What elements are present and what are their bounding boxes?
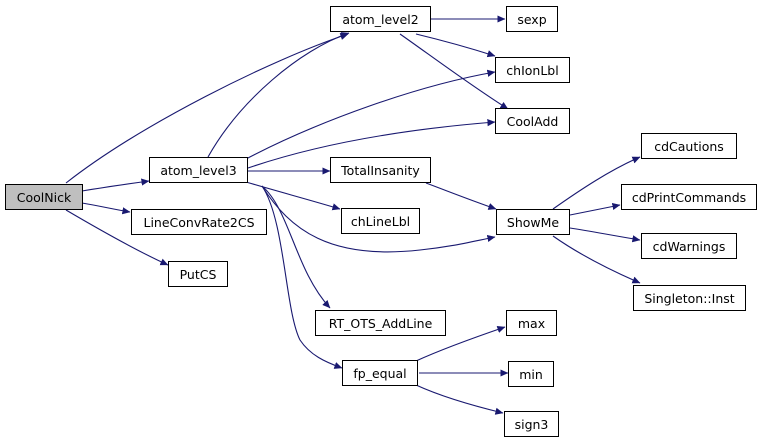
node-showme[interactable]: ShowMe (496, 209, 570, 235)
edge-fp_equal-sign3 (415, 384, 504, 415)
edge-showme-singleton_inst (552, 235, 641, 284)
edge-coolnick-putcs (65, 209, 169, 266)
edge-atom_level3-showme (261, 185, 496, 253)
edge-fp_equal-max (415, 326, 506, 362)
node-coolnick[interactable]: CoolNick (5, 184, 83, 210)
node-cdwarnings[interactable]: cdWarnings (641, 233, 737, 259)
edge-totalinsanity-showme (425, 182, 497, 210)
node-lineconvrate2cs[interactable]: LineConvRate2CS (131, 209, 267, 235)
edge-showme-cdcautions (552, 156, 641, 210)
edge-atom_level2-cooladd (399, 33, 509, 110)
edge-atom_level3-chlinelbl (245, 181, 341, 211)
edge-coolnick-lineconvrate2cs (81, 202, 131, 215)
node-singleton_inst[interactable]: Singleton::Inst (633, 285, 746, 311)
node-cdcautions[interactable]: cdCautions (641, 133, 737, 159)
edge-atom_level3-rt_ots_addline (261, 185, 331, 309)
node-cdprintcommands[interactable]: cdPrintCommands (621, 184, 757, 210)
node-max[interactable]: max (506, 310, 557, 336)
node-cooladd[interactable]: CoolAdd (495, 108, 570, 134)
node-atom_level2[interactable]: atom_level2 (330, 6, 431, 32)
node-fp_equal[interactable]: fp_equal (342, 360, 418, 386)
edge-atom_level3-fp_equal (261, 185, 343, 369)
node-sexp[interactable]: sexp (506, 6, 558, 32)
edge-showme-cdwarnings (569, 227, 641, 243)
node-min[interactable]: min (508, 361, 554, 387)
node-putcs[interactable]: PutCS (168, 261, 228, 287)
node-rt_ots_addline[interactable]: RT_OTS_AddLine (315, 310, 446, 336)
edge-atom_level3-cooladd (247, 119, 496, 169)
node-chlinelbl[interactable]: chLineLbl (341, 208, 420, 234)
node-totalinsanity[interactable]: TotalInsanity (330, 157, 431, 183)
edge-coolnick-atom_level2 (65, 32, 349, 184)
edge-atom_level3-atom_level2 (207, 32, 350, 158)
node-chionlbl[interactable]: chIonLbl (495, 57, 570, 83)
node-atom_level3[interactable]: atom_level3 (149, 157, 248, 183)
node-sign3[interactable]: sign3 (504, 411, 559, 437)
edge-atom_level3-chionlbl (243, 69, 496, 161)
edge-atom_level2-chionlbl (415, 33, 496, 58)
edge-coolnick-atom_level3 (81, 178, 150, 192)
edge-showme-cdprintcommands (569, 202, 621, 216)
